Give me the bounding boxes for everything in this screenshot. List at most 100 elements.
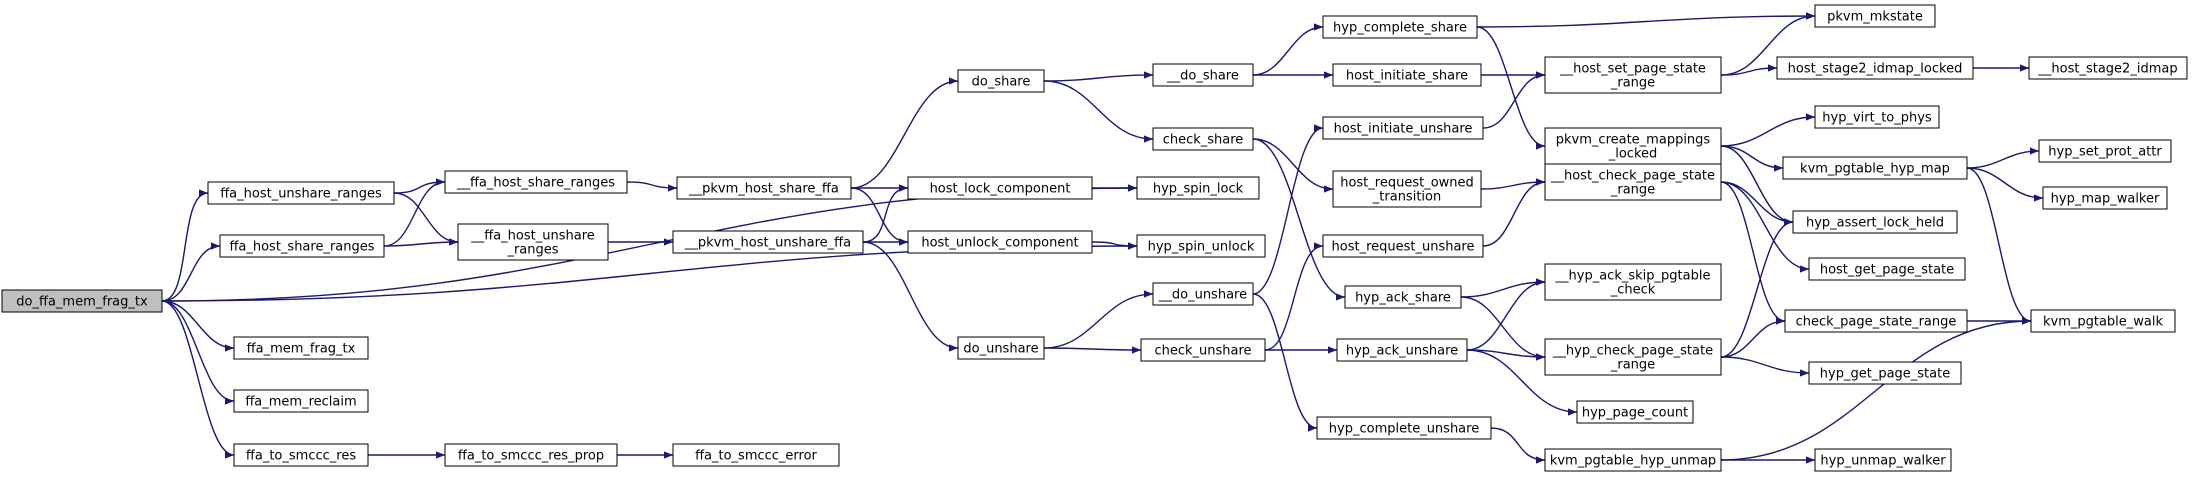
node-label: hyp_assert_lock_held <box>1806 216 1944 231</box>
node-ffa-to-smccc-res-prop[interactable]: ffa_to_smccc_res_prop <box>444 443 618 467</box>
node-ffa-to-smccc-error[interactable]: ffa_to_smccc_error <box>672 443 840 467</box>
node-hyp-map-walker[interactable]: hyp_map_walker <box>2042 186 2168 210</box>
node-host-get-page-state[interactable]: host_get_page_state <box>1808 257 1966 281</box>
node-ffa-host-unshare-ranges[interactable]: ffa_host_unshare_ranges <box>207 181 395 205</box>
node-box <box>907 176 1093 200</box>
node-label: do_share <box>972 75 1031 90</box>
edge-hyp-complete-share-to-pkvm-mkstate <box>1476 12 1816 28</box>
node-host-lock-component[interactable]: host_lock_component <box>907 176 1093 200</box>
node-label: hyp_spin_unlock <box>1148 240 1255 255</box>
node-box <box>233 443 369 467</box>
node-box <box>1332 170 1482 208</box>
node-label: __hyp_ack_skip_pgtable <box>1555 269 1711 284</box>
node-hyp-assert-lock-held[interactable]: hyp_assert_lock_held <box>1792 210 1958 234</box>
node-hyp-set-prot-attr[interactable]: hyp_set_prot_attr <box>2038 139 2172 163</box>
node-label: ffa_host_share_ranges <box>229 240 374 255</box>
edge-ffa-host-share-ranges-to-ffa-host-unshare-ranges <box>383 238 459 247</box>
node-ffa-to-smccc-res[interactable]: ffa_to_smccc_res <box>233 443 369 467</box>
node-host-set-page-state-range[interactable]: __host_set_page_state_range <box>1544 56 1722 94</box>
node-hyp-ack-unshare[interactable]: hyp_ack_unshare <box>1336 338 1468 362</box>
node-ffa-mem-frag-tx[interactable]: ffa_mem_frag_tx <box>233 336 369 360</box>
node-label: kvm_pgtable_hyp_map <box>1800 162 1950 177</box>
node-pkvm-create-mappings-locked[interactable]: pkvm_create_mappings_locked <box>1544 127 1722 165</box>
node-label: hyp_virt_to_phys <box>1822 111 1932 126</box>
node-label: __ffa_host_unshare <box>470 229 595 244</box>
node-check-share[interactable]: check_share <box>1152 127 1254 151</box>
node-ffa-mem-reclaim[interactable]: ffa_mem_reclaim <box>233 389 369 413</box>
node-hyp-check-page-state-range[interactable]: __hyp_check_page_state_range <box>1544 338 1722 376</box>
node-ffa-host-share-ranges[interactable]: ffa_host_share_ranges <box>219 234 385 258</box>
node-pkvm-mkstate[interactable]: pkvm_mkstate <box>1814 4 1936 28</box>
edge-pkvm-host-unshare-ffa-to-host-lock-component <box>862 184 909 243</box>
node-host-check-page-state-range[interactable]: __host_check_page_state_range <box>1544 163 1722 201</box>
node-hyp-ack-skip-pgtable-check[interactable]: __hyp_ack_skip_pgtable_check <box>1544 263 1722 301</box>
node-check-unshare[interactable]: check_unshare <box>1140 338 1266 362</box>
node-pkvm-host-unshare-ffa[interactable]: __pkvm_host_unshare_ffa <box>672 230 864 254</box>
node-label: hyp_map_walker <box>2051 192 2160 207</box>
node-box <box>1152 282 1254 306</box>
node-host-initiate-unshare[interactable]: host_initiate_unshare <box>1322 116 1484 140</box>
node-hyp-get-page-state[interactable]: hyp_get_page_state <box>1808 361 1962 385</box>
node-box <box>1808 361 1962 385</box>
node-ffa-host-unshare-ranges[interactable]: __ffa_host_unshare_ranges <box>457 223 609 261</box>
node-box <box>1814 448 1952 472</box>
node-kvm-pgtable-hyp-unmap[interactable]: kvm_pgtable_hyp_unmap <box>1544 448 1722 472</box>
node-label: host_lock_component <box>930 182 1071 197</box>
node-box <box>457 223 609 261</box>
node-hyp-unmap-walker[interactable]: hyp_unmap_walker <box>1814 448 1952 472</box>
node-host-request-owned-transition[interactable]: host_request_owned_transition <box>1332 170 1482 208</box>
node-do-unshare[interactable]: do_unshare <box>957 336 1045 360</box>
node-label: _check <box>1610 283 1656 298</box>
node-ffa-host-share-ranges[interactable]: __ffa_host_share_ranges <box>444 170 628 194</box>
edge-host-set-page-state-range-to-host-stage2-idmap-locked <box>1720 64 1778 76</box>
node-box <box>1544 56 1722 94</box>
edge-pkvm-create-mappings-locked-to-hyp-assert-lock-held <box>1720 145 1794 226</box>
node-label: ffa_to_smccc_res <box>246 449 356 464</box>
node-host-request-unshare[interactable]: host_request_unshare <box>1322 234 1484 258</box>
node-hyp-ack-share[interactable]: hyp_ack_share <box>1344 285 1462 309</box>
edge-host-set-page-state-range-to-pkvm-mkstate <box>1720 12 1816 76</box>
node-check-page-state-range[interactable]: check_page_state_range <box>1784 309 1968 333</box>
node-pkvm-host-share-ffa[interactable]: __pkvm_host_share_ffa <box>676 176 852 200</box>
node-box <box>219 234 385 258</box>
edge-kvm-pgtable-hyp-map-to-kvm-pgtable-walk <box>1966 167 2032 325</box>
edge-do-unshare-to-do-unshare <box>1043 290 1154 349</box>
node-label: host_initiate_share <box>1346 69 1468 84</box>
node-do-share[interactable]: __do_share <box>1152 63 1254 87</box>
node-label: __hyp_check_page_state <box>1552 344 1713 359</box>
node-box <box>2038 139 2172 163</box>
node-label: host_get_page_state <box>1820 263 1954 278</box>
node-box <box>1544 127 1722 165</box>
node-label: do_unshare <box>963 342 1038 357</box>
node-box <box>1344 285 1462 309</box>
node-do-share[interactable]: do_share <box>957 69 1045 93</box>
node-label: host_request_owned <box>1340 176 1474 191</box>
node-label: __host_stage2_idmap <box>2037 62 2177 77</box>
edge-kvm-pgtable-hyp-map-to-hyp-set-prot-attr <box>1966 147 2040 169</box>
node-host-stage2-idmap[interactable]: __host_stage2_idmap <box>2028 56 2188 80</box>
node-hyp-spin-unlock[interactable]: hyp_spin_unlock <box>1136 234 1266 258</box>
node-host-stage2-idmap-locked[interactable]: host_stage2_idmap_locked <box>1776 56 1974 80</box>
edge-ffa-host-share-ranges-to-pkvm-host-share-ffa <box>626 181 678 192</box>
node-kvm-pgtable-hyp-map[interactable]: kvm_pgtable_hyp_map <box>1782 156 1968 180</box>
edge-host-request-owned-transition-to-host-check-page-state-range <box>1480 178 1546 190</box>
node-label: ffa_mem_reclaim <box>245 395 356 410</box>
edge-hyp-complete-unshare-to-kvm-pgtable-hyp-unmap <box>1490 427 1546 464</box>
node-box <box>1544 338 1722 376</box>
node-label: pkvm_mkstate <box>1827 10 1923 25</box>
node-box <box>1140 338 1266 362</box>
node-box <box>233 389 369 413</box>
node-do-unshare[interactable]: __do_unshare <box>1152 282 1254 306</box>
edge-hyp-ack-share-to-hyp-check-page-state-range <box>1460 296 1546 361</box>
node-hyp-virt-to-phys[interactable]: hyp_virt_to_phys <box>1814 105 1940 129</box>
node-hyp-page-count[interactable]: hyp_page_count <box>1576 400 1694 424</box>
node-hyp-complete-unshare[interactable]: hyp_complete_unshare <box>1316 416 1492 440</box>
node-hyp-spin-lock[interactable]: hyp_spin_lock <box>1136 176 1260 200</box>
edge-hyp-check-page-state-range-to-hyp-get-page-state <box>1720 356 1810 377</box>
node-host-initiate-share[interactable]: host_initiate_share <box>1332 63 1482 87</box>
node-hyp-complete-share[interactable]: hyp_complete_share <box>1322 15 1478 39</box>
node-host-unlock-component[interactable]: host_unlock_component <box>907 230 1093 254</box>
node-kvm-pgtable-walk[interactable]: kvm_pgtable_walk <box>2030 309 2176 333</box>
node-root[interactable]: do_ffa_mem_frag_tx <box>1 289 163 313</box>
node-box <box>1322 15 1478 39</box>
